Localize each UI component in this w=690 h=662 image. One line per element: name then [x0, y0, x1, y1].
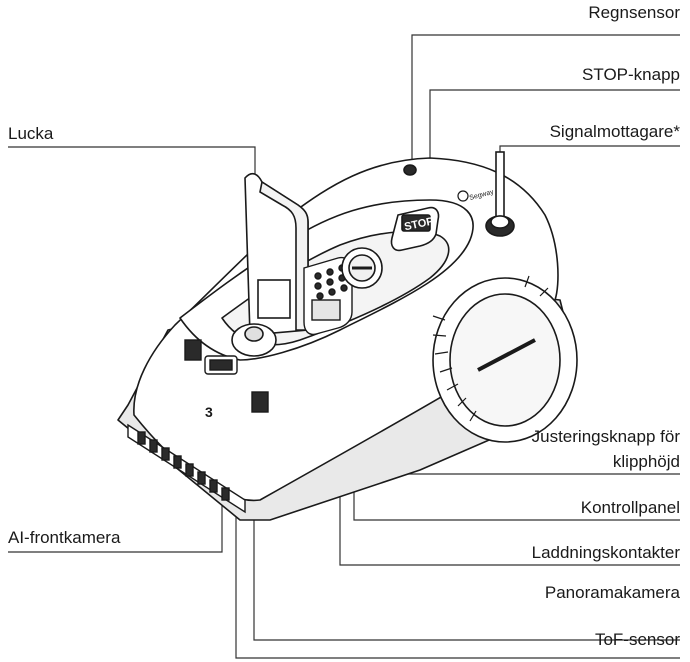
leader-lucka [8, 146, 256, 178]
panorama-camera [231, 323, 277, 357]
signal-antenna [485, 151, 515, 237]
leader-signalmottagare [499, 145, 680, 152]
label-ai-frontkamera: AI-frontkamera [8, 528, 121, 547]
rain-sensor [403, 164, 417, 176]
rear-wheel [432, 275, 578, 443]
label-lucka: Lucka [8, 124, 54, 143]
front-sensors [184, 339, 269, 413]
label-signalmottagare: Signalmottagare* [549, 122, 680, 141]
logo-mark [457, 190, 469, 202]
label-regnsensor: Regnsensor [588, 3, 680, 22]
label-justeringsknapp-line2: klipphöjd [612, 452, 680, 471]
label-kontrollpanel: Kontrollpanel [580, 498, 680, 517]
label-stop-knapp: STOP-knapp [582, 65, 680, 84]
front-mark: 3 [205, 404, 213, 420]
label-panoramakamera: Panoramakamera [544, 583, 680, 602]
label-justeringsknapp-line1: Justeringsknapp för [531, 427, 680, 446]
stop-button-shape [390, 206, 440, 252]
front-grille [127, 423, 246, 514]
label-tof-sensor: ToF-sensor [594, 630, 680, 649]
cutting-height-knob [341, 247, 383, 289]
leader-regnsensor [411, 34, 680, 160]
label-laddningskontakter: Laddningskontakter [531, 543, 680, 562]
hatch-lid [244, 172, 309, 336]
